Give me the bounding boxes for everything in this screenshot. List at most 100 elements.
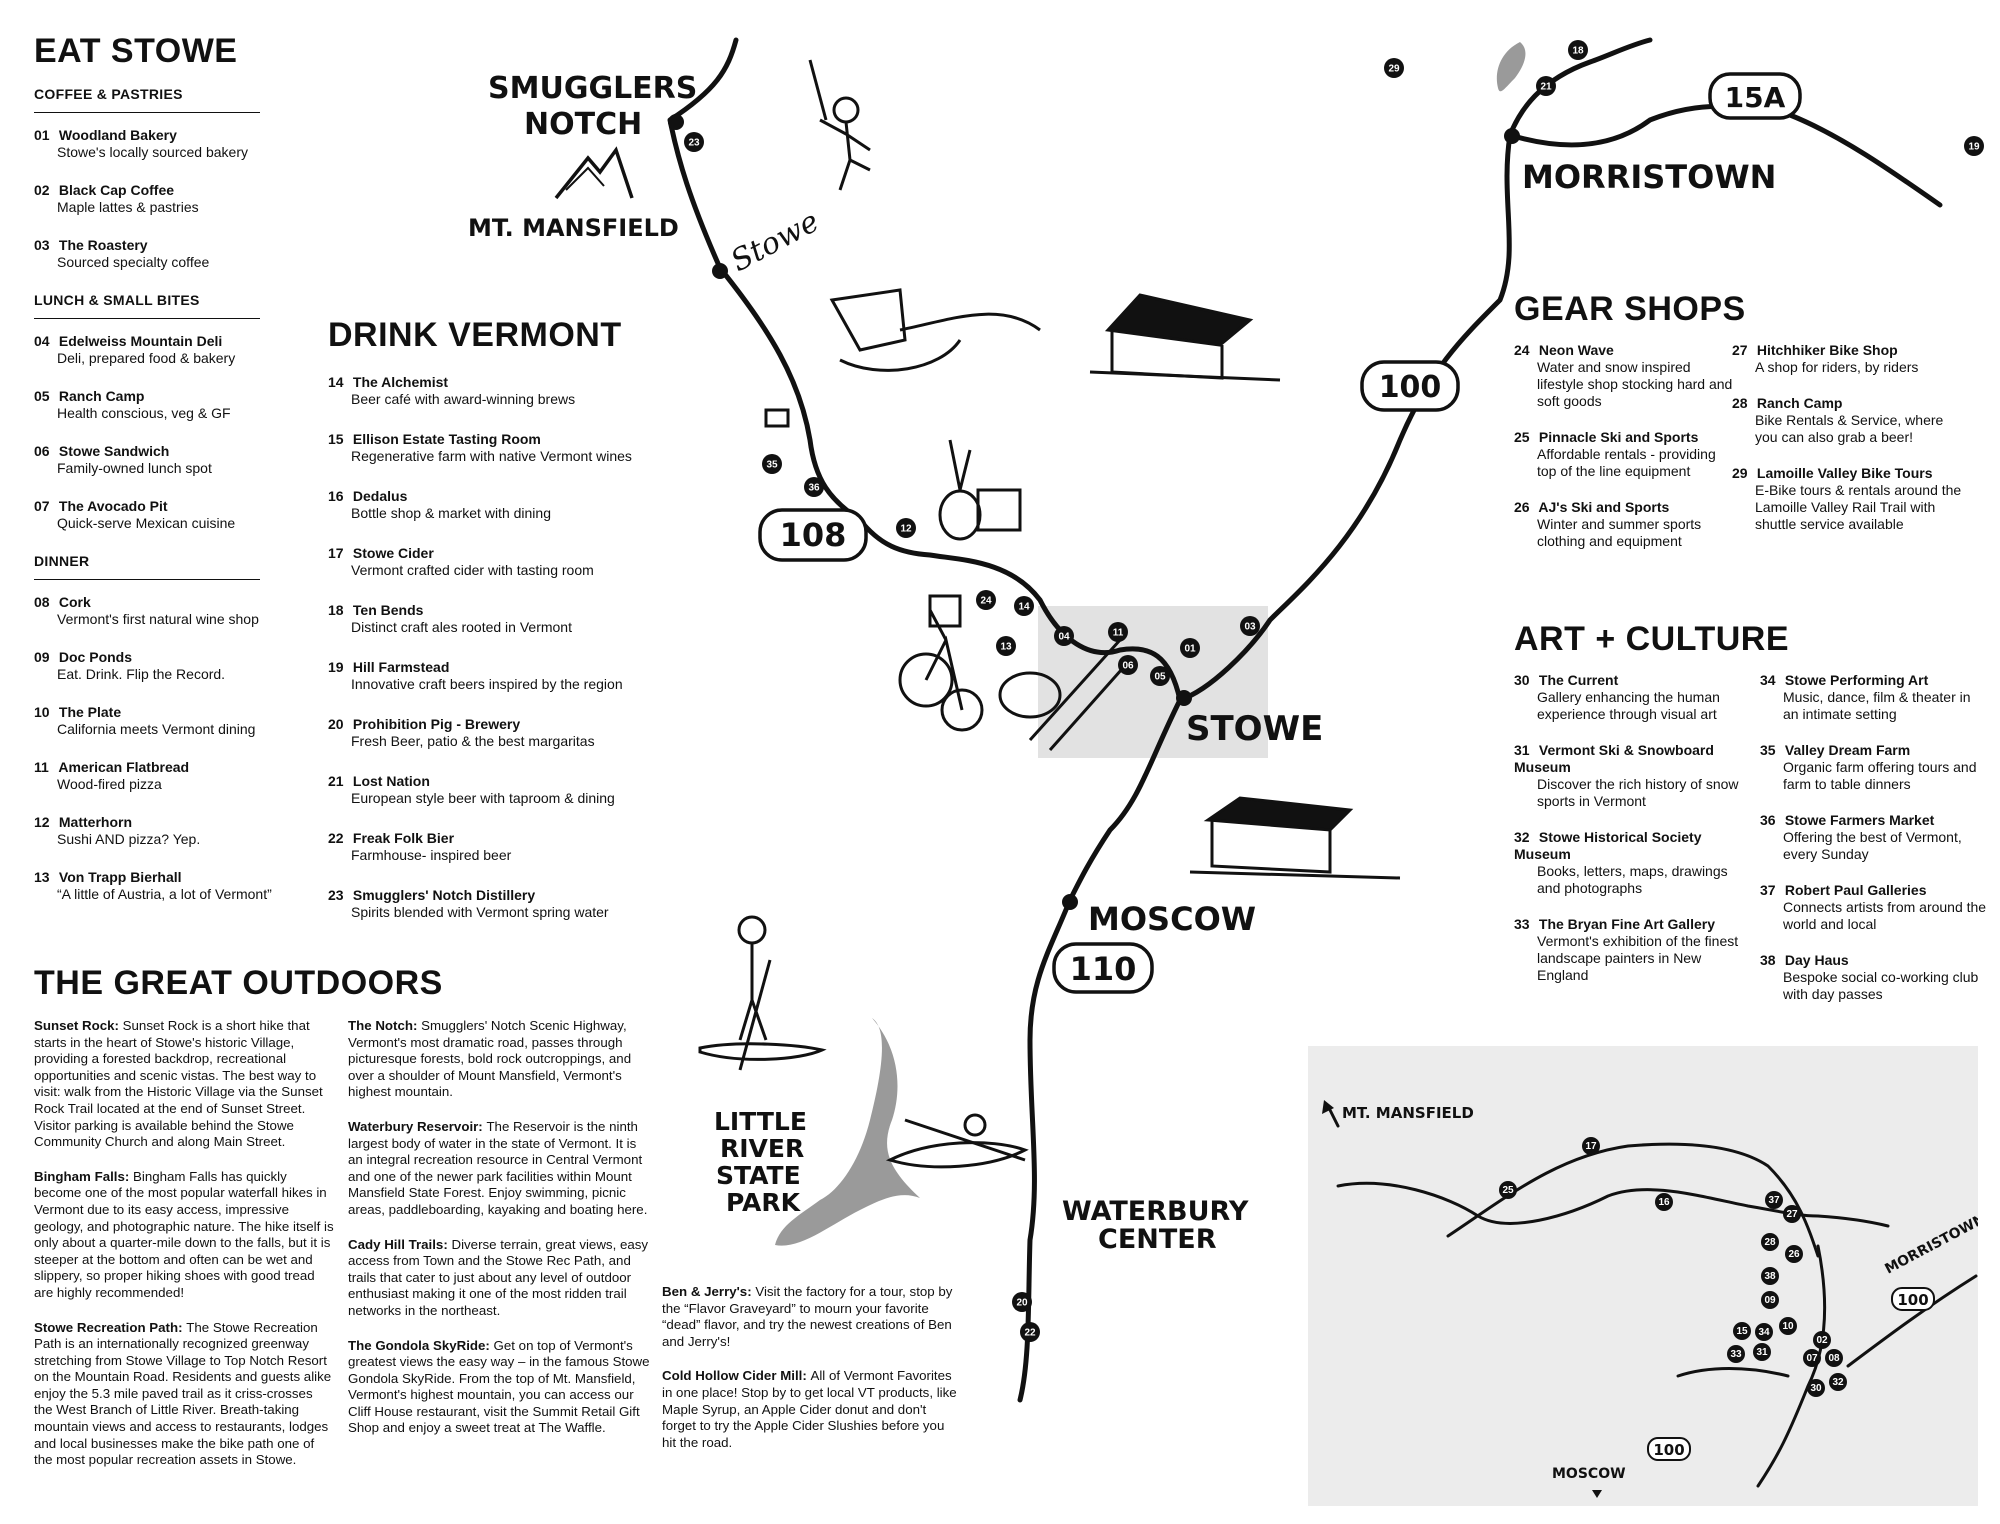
listing-number: 02 xyxy=(34,182,50,198)
map-marker-30: 30 xyxy=(1807,1379,1825,1397)
listing-title: Edelweiss Mountain Deli xyxy=(55,333,223,349)
svg-text:18: 18 xyxy=(1572,46,1584,57)
listing-number: 28 xyxy=(1732,395,1748,411)
svg-text:07: 07 xyxy=(1806,1353,1818,1364)
paddleboarder-icon xyxy=(698,915,827,1071)
smugglers-notch-dot xyxy=(668,114,684,130)
listing-title: Freak Folk Bier xyxy=(349,830,455,846)
listing-name: 28 Ranch Camp xyxy=(1732,395,1968,412)
outdoor-activity-name: Ben & Jerry's: xyxy=(662,1284,756,1299)
listing-title: Ranch Camp xyxy=(1753,395,1843,411)
listing-number: 13 xyxy=(34,869,50,885)
listing-description: Discover the rich history of snow sports… xyxy=(1537,776,1739,809)
covered-bridge-icon xyxy=(1089,293,1281,382)
listing-title: Stowe Farmers Market xyxy=(1781,812,1935,828)
listing-number: 24 xyxy=(1514,342,1530,358)
inset-route-100-shield-b: 100 xyxy=(1647,1437,1691,1461)
trailer-icon xyxy=(764,408,790,428)
route-15a-label: 15A xyxy=(1725,81,1786,114)
listing-title: Stowe Sandwich xyxy=(55,443,170,459)
listing-name: 27 Hitchhiker Bike Shop xyxy=(1732,342,1968,359)
svg-text:15: 15 xyxy=(1736,1326,1748,1337)
listing-number: 17 xyxy=(328,545,344,561)
route-110-shield: 110 xyxy=(1052,942,1154,994)
listing-name: 37 Robert Paul Galleries xyxy=(1760,882,1988,899)
listing-number: 14 xyxy=(328,374,344,390)
map-marker-20: 20 xyxy=(1012,1292,1032,1312)
listing-name: 17 Stowe Cider xyxy=(328,545,658,562)
map-marker-23: 23 xyxy=(684,132,704,152)
listing-name: 14 The Alchemist xyxy=(328,374,658,391)
map-marker-27: 27 xyxy=(1783,1205,1801,1223)
map-marker-09: 09 xyxy=(1761,1291,1779,1309)
listing-number: 33 xyxy=(1514,916,1530,932)
route-108-road xyxy=(667,37,1183,703)
listing-title: Doc Ponds xyxy=(55,649,133,665)
svg-text:03: 03 xyxy=(1244,622,1256,633)
map-marker-10: 10 xyxy=(1779,1317,1797,1335)
place-state: STATE xyxy=(716,1161,801,1190)
listing-title: Valley Dream Farm xyxy=(1781,742,1911,758)
svg-text:04: 04 xyxy=(1058,632,1070,643)
route-108-label: 108 xyxy=(780,516,847,554)
listing-name: 31 Vermont Ski & Snowboard Museum xyxy=(1514,742,1754,776)
listing-description: Deli, prepared food & bakery xyxy=(57,350,236,366)
listing-title: The Current xyxy=(1535,672,1619,688)
gear-shops-title: GEAR SHOPS xyxy=(1514,290,1746,328)
svg-text:28: 28 xyxy=(1764,1237,1776,1248)
svg-text:25: 25 xyxy=(1502,1185,1514,1196)
listing-number: 18 xyxy=(328,602,344,618)
veggie-icon xyxy=(938,439,1022,541)
listing-description: Eat. Drink. Flip the Record. xyxy=(57,666,226,682)
svg-text:23: 23 xyxy=(688,138,700,149)
map-marker-29: 29 xyxy=(1384,58,1404,78)
listing-description: Vermont crafted cider with tasting room xyxy=(351,562,594,578)
listing-name: 04 Edelweiss Mountain Deli xyxy=(34,333,274,350)
inset-moscow: MOSCOW xyxy=(1552,1466,1626,1482)
listing-title: Ellison Estate Tasting Room xyxy=(349,431,541,447)
listing-title: Hitchhiker Bike Shop xyxy=(1753,342,1898,358)
listing-number: 16 xyxy=(328,488,344,504)
listing-description: Wood-fired pizza xyxy=(57,776,162,792)
listing-number: 34 xyxy=(1760,672,1776,688)
listing-title: Day Haus xyxy=(1781,952,1849,968)
outdoor-activity-name: Waterbury Reservoir: xyxy=(348,1118,487,1134)
svg-text:02: 02 xyxy=(1816,1335,1828,1346)
svg-text:37: 37 xyxy=(1768,1195,1780,1206)
svg-text:36: 36 xyxy=(808,483,820,494)
listing-number: 15 xyxy=(328,431,344,447)
outdoor-activity-name: Cold Hollow Cider Mill: xyxy=(662,1368,811,1384)
svg-text:17: 17 xyxy=(1585,1141,1597,1152)
listing-description: Farmhouse- inspired beer xyxy=(351,847,512,863)
outdoor-activity-text: The Reservoir is the ninth largest body … xyxy=(348,1118,648,1217)
listing-description: Spirits blended with Vermont spring wate… xyxy=(351,904,609,920)
inset-map-background xyxy=(1308,1046,1978,1506)
listing-number: 21 xyxy=(328,773,344,789)
svg-text:30: 30 xyxy=(1810,1383,1822,1394)
listing-name: 24 Neon Wave xyxy=(1514,342,1736,359)
listing-name: 13 Von Trapp Bierhall xyxy=(34,869,274,886)
listing-name: 11 American Flatbread xyxy=(34,759,274,776)
route-100-north-road xyxy=(1177,37,1653,703)
map-marker-14: 14 xyxy=(1014,596,1034,616)
listing-number: 35 xyxy=(1760,742,1776,758)
